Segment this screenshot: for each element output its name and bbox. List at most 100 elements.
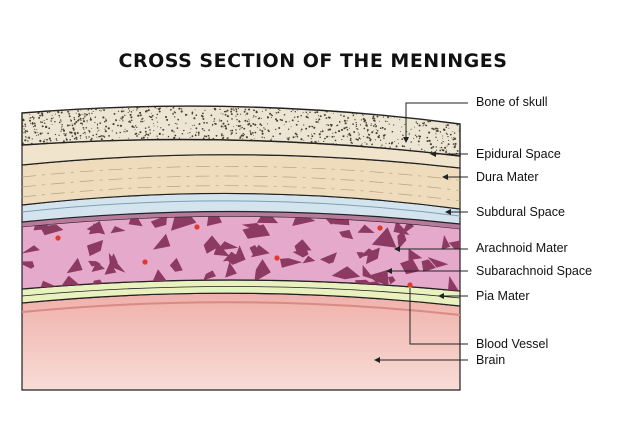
bone-speckle xyxy=(104,130,107,133)
bone-speckle xyxy=(39,140,42,143)
bone-speckle xyxy=(368,137,371,140)
bone-speckle xyxy=(24,139,27,142)
bone-speckle xyxy=(162,128,165,131)
bone-speckle xyxy=(80,122,82,125)
blood-vessel-dot xyxy=(55,235,61,241)
diagram-title: CROSS SECTION OF THE MENINGES xyxy=(118,50,508,72)
bone-speckle xyxy=(241,127,243,129)
blood-vessel-dot xyxy=(142,259,148,265)
bone-speckle xyxy=(141,120,144,123)
trabecula xyxy=(388,276,396,285)
bone-speckle xyxy=(259,129,261,131)
bone-speckle xyxy=(324,137,326,140)
bone-speckle xyxy=(174,134,177,137)
bone-speckle xyxy=(379,120,381,122)
bone-speckle xyxy=(261,132,264,135)
bone-speckle xyxy=(263,137,265,139)
bone-speckle xyxy=(423,123,425,125)
bone-speckle xyxy=(395,145,398,147)
bone-speckle xyxy=(435,146,437,148)
bone-speckle xyxy=(271,114,273,117)
bone-speckle xyxy=(245,114,246,116)
bone-speckle xyxy=(191,111,194,114)
bone-speckle xyxy=(129,121,132,123)
bone-speckle xyxy=(232,106,234,108)
bone-speckle xyxy=(27,140,29,142)
bone-speckle xyxy=(366,143,368,145)
bone-speckle xyxy=(383,128,386,130)
bone-speckle xyxy=(68,114,70,116)
bone-speckle xyxy=(435,136,437,139)
bone-speckle xyxy=(374,118,376,120)
bone-speckle xyxy=(86,119,88,122)
bone-speckle xyxy=(339,120,341,123)
bone-speckle xyxy=(372,119,376,122)
bone-speckle xyxy=(44,139,46,141)
bone-speckle xyxy=(453,132,456,134)
bone-speckle xyxy=(371,131,374,134)
trabecula xyxy=(222,251,242,262)
bone-speckle xyxy=(50,117,53,120)
bone-speckle xyxy=(79,117,82,120)
bone-speckle xyxy=(89,114,90,116)
bone-speckle xyxy=(432,145,435,148)
bone-speckle xyxy=(58,114,60,117)
bone-speckle xyxy=(195,133,197,135)
bone-speckle xyxy=(62,125,64,127)
bone-speckle xyxy=(33,117,35,119)
bone-speckle xyxy=(22,142,24,144)
bone-texture xyxy=(22,106,460,155)
trabecula xyxy=(292,248,309,258)
trabecula xyxy=(400,258,420,275)
bone-speckle xyxy=(418,135,421,138)
bone-speckle xyxy=(26,137,28,139)
bone-speckle xyxy=(231,132,233,134)
bone-speckle xyxy=(218,108,220,110)
bone-speckle xyxy=(445,126,448,129)
bone-speckle xyxy=(323,114,326,116)
bone-speckle xyxy=(442,149,445,152)
bone-speckle xyxy=(121,116,123,118)
bone-speckle xyxy=(194,134,197,137)
bone-speckle xyxy=(91,112,93,115)
bone-speckle xyxy=(414,126,416,128)
bone-speckle xyxy=(239,127,241,129)
bone-speckle xyxy=(406,131,408,133)
bone-speckle xyxy=(328,116,331,119)
bone-speckle xyxy=(144,130,147,133)
bone-speckle xyxy=(73,116,75,119)
bone-speckle xyxy=(120,110,123,113)
bone-speckle xyxy=(319,136,321,139)
bone-speckle xyxy=(250,126,252,127)
bone-speckle xyxy=(296,115,299,118)
bone-speckle xyxy=(345,120,347,122)
bone-speckle xyxy=(286,137,288,139)
bone-speckle xyxy=(117,124,119,127)
bone-speckle xyxy=(369,139,372,142)
bone-speckle xyxy=(382,134,385,137)
bone-speckle xyxy=(84,131,86,134)
trabecula xyxy=(203,235,221,254)
bone-speckle xyxy=(403,145,406,148)
bone-speckle xyxy=(122,110,125,112)
bone-speckle xyxy=(225,110,227,113)
bone-speckle xyxy=(370,124,372,127)
bone-speckle xyxy=(310,140,313,143)
bone-speckle xyxy=(164,116,168,119)
bone-speckle xyxy=(413,137,414,139)
bone-speckle xyxy=(248,120,250,122)
bone-speckle xyxy=(213,107,216,110)
bone-speckle xyxy=(358,134,360,136)
bone-speckle xyxy=(260,124,263,127)
bone-speckle xyxy=(84,133,86,135)
bone-speckle xyxy=(189,136,191,138)
bone-speckle xyxy=(128,110,131,112)
bone-speckle xyxy=(367,133,369,135)
bone-speckle xyxy=(251,131,254,134)
bone-speckle xyxy=(205,135,208,138)
bone-speckle xyxy=(426,140,429,143)
bone-speckle xyxy=(237,125,240,128)
bone-speckle xyxy=(45,126,47,128)
trabecula xyxy=(397,230,407,249)
